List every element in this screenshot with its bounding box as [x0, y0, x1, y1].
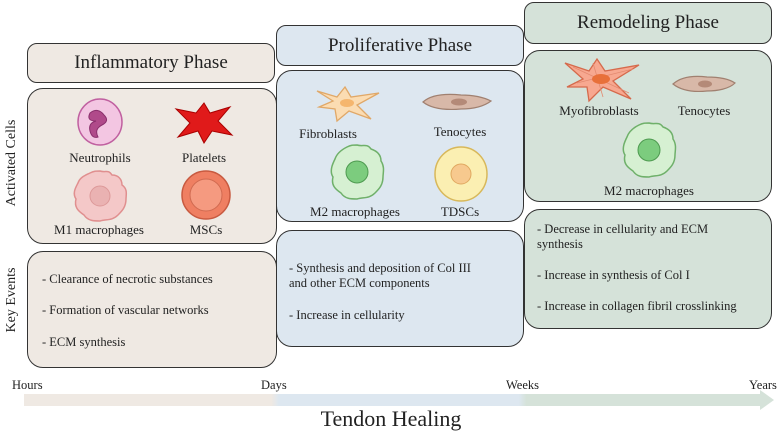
cell-label-fibroblasts: Fibroblasts	[299, 126, 357, 141]
inflammatory-cells-panel: Neutrophils Platelets M1 macrophages MSC…	[27, 88, 277, 244]
tick-years: Years	[749, 378, 777, 392]
myofibroblast-icon	[564, 57, 640, 103]
inflammatory-phase-title: Inflammatory Phase	[27, 43, 275, 83]
msc-icon	[181, 170, 231, 220]
tick-weeks: Weeks	[506, 378, 540, 392]
event-item: and other ECM components	[289, 276, 430, 290]
event-item: - Increase in cellularity	[289, 308, 405, 322]
tick-days: Days	[261, 378, 287, 392]
m2-macrophage-icon	[622, 122, 677, 178]
m1-macrophage-icon	[73, 170, 128, 222]
cell-label-mscs: MSCs	[189, 222, 223, 237]
tick-hours: Hours	[12, 378, 43, 392]
cell-label-tenocytes: Tenocytes	[433, 124, 487, 139]
platelet-icon	[174, 102, 234, 144]
remodeling-cells-panel: Myofibroblasts Tenocytes M2 macrophages	[524, 50, 772, 202]
cell-label-tenocytes-remodeling: Tenocytes	[677, 103, 731, 118]
remodeling-events-panel: - Decrease in cellularity and ECM synthe…	[524, 209, 772, 329]
cell-label-neutrophils: Neutrophils	[69, 150, 131, 165]
cell-label-platelets: Platelets	[181, 150, 227, 165]
event-item: - ECM synthesis	[42, 335, 126, 349]
timeline-title: Tendon Healing	[320, 406, 462, 431]
cell-label-m2-macrophages: M2 macrophages	[310, 204, 400, 219]
cell-label-m2-macrophages-remodeling: M2 macrophages	[604, 183, 694, 198]
proliferative-phase-title: Proliferative Phase	[276, 25, 524, 66]
event-item: - Increase in synthesis of Col I	[537, 268, 690, 282]
event-item: - Decrease in cellularity and ECM	[537, 222, 709, 236]
event-item: synthesis	[537, 237, 583, 251]
cell-label-m1-macrophages: M1 macrophages	[54, 222, 144, 237]
activated-cells-label: Activated Cells	[4, 119, 19, 207]
cell-label-tdscs: TDSCs	[440, 204, 480, 219]
event-item: - Synthesis and deposition of Col III	[289, 261, 471, 275]
tenocyte-icon	[422, 93, 493, 111]
fibroblast-icon	[316, 85, 380, 123]
proliferative-events-panel: - Synthesis and deposition of Col III an…	[276, 230, 524, 347]
event-item: - Formation of vascular networks	[42, 303, 209, 317]
key-events-label: Key Events	[4, 267, 19, 333]
neutrophil-icon	[77, 98, 123, 146]
proliferative-cells-panel: Fibroblasts Tenocytes M2 macrophages TDS…	[276, 70, 524, 222]
remodeling-phase-title: Remodeling Phase	[524, 2, 772, 44]
m2-macrophage-icon	[330, 144, 385, 200]
inflammatory-events-panel: - Clearance of necrotic substances - For…	[27, 251, 277, 368]
timeline-arrow	[24, 390, 774, 410]
cell-label-myofibroblasts: Myofibroblasts	[559, 103, 639, 118]
event-item: - Clearance of necrotic substances	[42, 272, 213, 286]
tdsc-icon	[434, 146, 488, 202]
event-item: - Increase in collagen fibril crosslinki…	[537, 299, 737, 313]
tenocyte-icon	[672, 75, 736, 93]
